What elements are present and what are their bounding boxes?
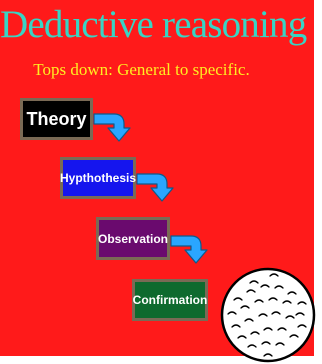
step-theory: Theory <box>20 98 93 140</box>
slide-title: Deductive reasoning <box>0 3 307 46</box>
arrow-icon <box>93 113 131 142</box>
arrow-icon <box>136 173 174 202</box>
arrow-icon <box>170 235 208 264</box>
golf-ball-icon <box>220 267 316 363</box>
step-hypothesis: Hypthothesis <box>60 157 136 199</box>
step-observation: Observation <box>96 217 170 260</box>
slide-subtitle: Tops down: General to specific. <box>33 60 250 79</box>
step-confirmation: Confirmation <box>132 279 208 321</box>
